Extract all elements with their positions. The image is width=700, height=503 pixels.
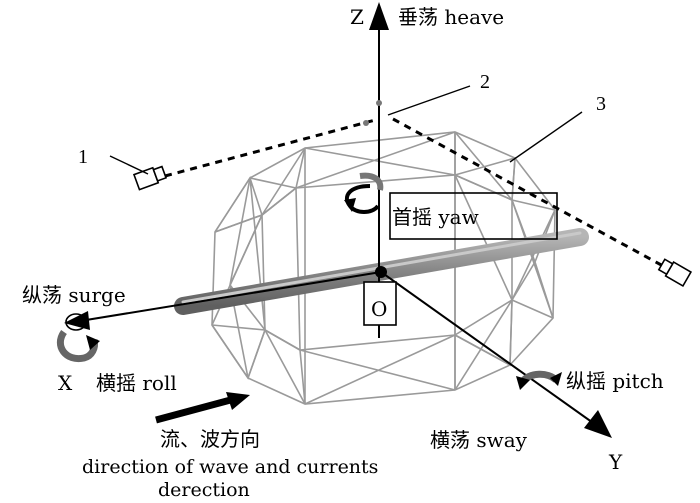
y-axis-line <box>380 271 597 426</box>
fairlead-point <box>376 100 382 106</box>
origin-point <box>375 266 387 278</box>
wave-direction-arrowhead <box>226 392 250 410</box>
z-axis-arrowhead <box>369 2 389 30</box>
camera-icon <box>132 165 168 191</box>
origin-label: O <box>371 297 387 321</box>
origin-label-box <box>363 281 397 326</box>
wave-direction-label-cn: 流、波方向 <box>160 427 260 451</box>
mooring-line-1 <box>164 117 380 178</box>
callout-1-leader <box>109 155 149 175</box>
surge-label: 纵荡 surge <box>22 283 126 307</box>
fairlead-point-2 <box>363 120 369 126</box>
pitch-label: 纵摇 pitch <box>566 369 664 393</box>
yaw-label: 首摇 yaw <box>392 205 479 229</box>
x-axis-line <box>79 271 382 322</box>
wave-direction-arrow <box>155 394 239 424</box>
y-axis-arrowhead <box>584 410 612 438</box>
callout-1: 1 <box>78 146 88 168</box>
callout-2-leader <box>387 85 471 116</box>
roll-label: 横摇 roll <box>96 371 177 395</box>
wave-direction-label-en: direction of wave and currents <box>82 456 378 478</box>
wave-direction-label-en-2: derection <box>158 479 250 501</box>
callout-3: 3 <box>596 93 606 115</box>
sway-label: 横荡 sway <box>430 428 528 452</box>
camera-icon <box>657 258 693 288</box>
z-axis-label: Z <box>350 5 364 29</box>
y-axis-label: Y <box>608 450 623 474</box>
surge-direction-marker <box>65 313 87 331</box>
yaw-label-box <box>389 192 558 240</box>
x-axis-label: X <box>58 371 73 395</box>
callout-3-leader <box>509 111 583 163</box>
callout-2: 2 <box>480 71 490 93</box>
rotation-arrow-icon <box>516 370 562 390</box>
rotation-arrow-icon <box>56 329 100 363</box>
heave-label: 垂荡 heave <box>398 5 504 29</box>
rotation-arrow-icon <box>344 172 384 214</box>
